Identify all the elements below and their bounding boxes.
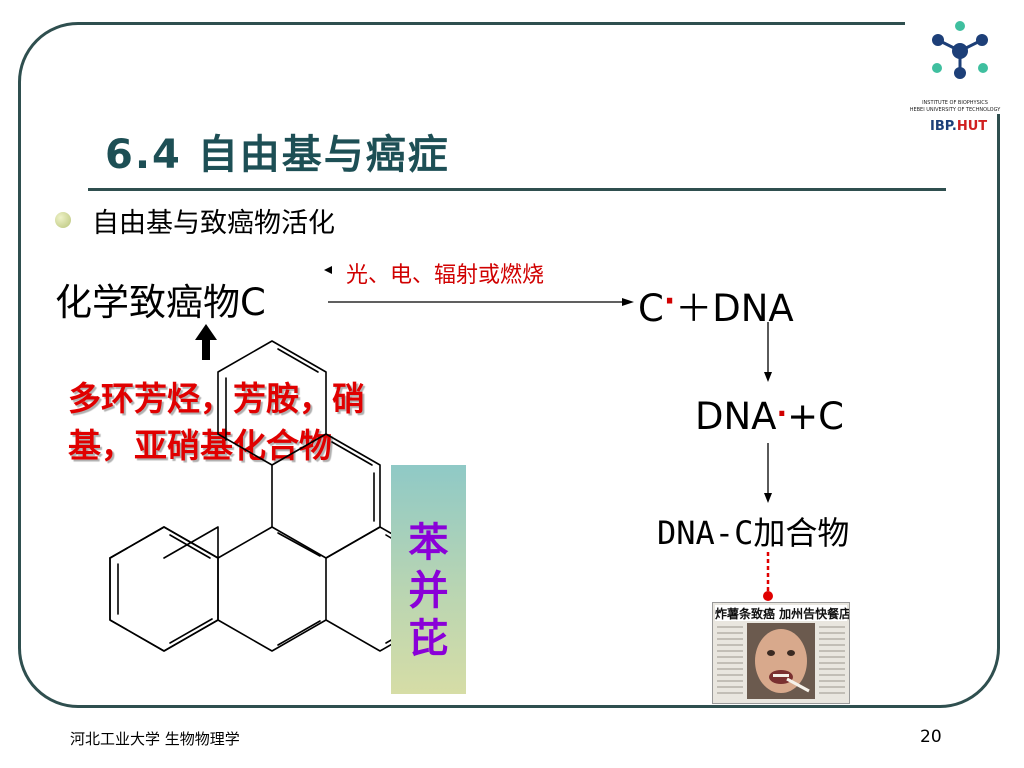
newspaper-clipping: 炸薯条致癌 加州告快餐店: [712, 602, 850, 704]
carcinogen-list-line2: 基，亚硝基化合物: [68, 426, 332, 465]
product-radical-dna: C·＋DNA: [638, 278, 794, 332]
logo-wordmark-main: IBP.: [930, 119, 957, 134]
dna-radical-dot: ·: [776, 397, 788, 430]
adduct-chinese: 加合物: [753, 514, 850, 552]
newspaper-photo-icon: [713, 621, 849, 703]
arrow-up-icon: [195, 324, 217, 360]
reaction-arrow-main-icon: [324, 266, 634, 306]
title-underline: [88, 188, 946, 191]
newspaper-headline: 炸薯条致癌 加州告快餐店: [715, 607, 850, 621]
dotted-pointer-icon: [763, 552, 773, 601]
product-dna-radical: DNA·+C: [695, 395, 844, 438]
newspaper-header: 炸薯条致癌 加州告快餐店: [715, 605, 850, 621]
product2-rest: +C: [787, 395, 844, 438]
carcinogen-list-line1: 多环芳烃，芳胺，硝: [68, 379, 365, 418]
logo-wordmark-accent: HUT: [956, 119, 988, 134]
benzopyrene-label-box: [391, 465, 466, 694]
ibp-molecule-logo-icon: [932, 21, 988, 79]
benzopyrene-char-1: 苯: [408, 519, 449, 566]
reactant-label: 化学致癌物C: [55, 272, 266, 326]
bullet-text: 自由基与致癌物活化: [92, 208, 335, 239]
product1-c: C: [638, 287, 664, 330]
page-number: 20: [920, 727, 942, 747]
reaction-condition: 光、电、辐射或燃烧: [346, 263, 545, 288]
radical-dot: ·: [663, 284, 676, 319]
adduct-latin: DNA-C: [657, 514, 754, 552]
logo-caption-institute: INSTITUTE OF BIOPHYSICS: [922, 100, 988, 106]
benzopyrene-char-2: 并: [408, 567, 449, 614]
dna-adduct-label: DNA-C加合物: [657, 508, 849, 554]
product2-dna: DNA: [695, 395, 777, 438]
logo-wordmark: IBP.HUT: [930, 119, 987, 134]
slide-frame: [18, 22, 1000, 708]
footer-course: 河北工业大学 生物物理学: [70, 730, 240, 748]
reactant-letter: C: [240, 281, 266, 324]
bullet-dot-icon: [55, 212, 71, 228]
slide-title-text: 自由基与癌症: [197, 131, 450, 178]
slide-title: 6.4 自由基与癌症: [105, 122, 450, 180]
benzopyrene-char-3: 芘: [408, 615, 449, 662]
frame-gap: [905, 14, 1010, 114]
product1-rest: ＋DNA: [675, 287, 794, 330]
reactant-name: 化学致癌物: [55, 281, 240, 324]
arrow-down-1-icon: [764, 322, 772, 382]
slide-title-number: 6.4: [105, 132, 182, 178]
arrow-down-2-icon: [764, 443, 772, 503]
logo-caption-university: HEBEI UNIVERSITY OF TECHNOLOGY: [909, 107, 1001, 113]
